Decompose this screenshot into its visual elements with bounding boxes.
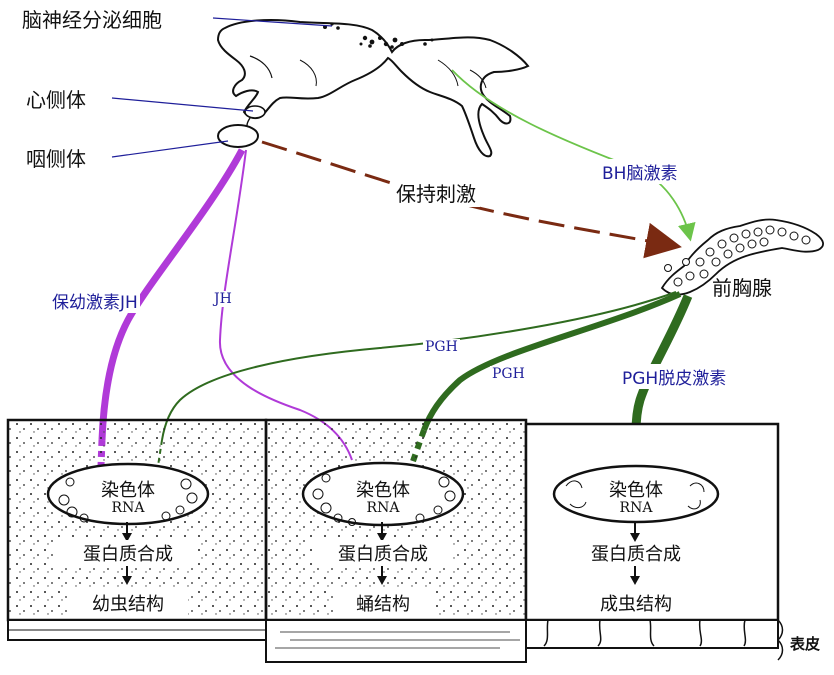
label-jh: JH [212,291,234,307]
jh-thin-line [218,149,353,461]
nucleus-1 [46,462,210,526]
pgh-thin-line [161,291,677,441]
cell-3-arrow-stem-2 [634,566,636,578]
cell-2-arrow-stem-2 [381,566,383,578]
label-corpus-allatum: 咽侧体 [26,147,86,171]
label-pgh-mid: PGH [490,366,527,382]
label-pgh-thin: PGH [423,339,460,355]
label-bh: BH脑激素 [600,159,680,184]
cell-2-arrow-stem-1 [381,522,383,536]
cell-2-arrow-1 [377,533,387,542]
cell-1-protein: 蛋白质合成 [58,540,198,566]
cell-2-chromosome: 染色体 [356,480,410,501]
cell-3-rna: RNA [619,500,653,516]
label-jh-full: 保幼激素JH [50,288,140,313]
label-maintain-stimulus: 保持刺激 [392,178,480,207]
cell-2-rna: RNA [366,500,400,516]
label-epidermis: 表皮 [790,635,821,653]
cell-1-rna: RNA [111,500,145,516]
cell-1-chromosome: 染色体 [101,480,155,501]
cell-3-arrow-1 [630,533,640,542]
pointer-corpus-allatum [111,140,229,158]
cell-1-result: 幼虫结构 [68,590,188,616]
pgh-thick-line [631,294,693,433]
nucleus-3 [552,464,720,524]
cell-2-arrow-2 [377,576,387,585]
cuticle [7,619,784,663]
pointer-neurosecretory [212,17,333,27]
cell-3-result: 成虫结构 [600,594,672,615]
label-pgh-full: PGH脱皮激素 [620,364,729,389]
cell-3-arrow-stem-1 [634,522,636,536]
cell-3-chromosome: 染色体 [609,480,663,501]
label-prothoracic-gland: 前胸腺 [712,276,772,300]
cell-1-arrow-2 [122,576,132,585]
cell-3-protein: 蛋白质合成 [591,544,681,565]
label-corpus-cardiacum: 心侧体 [26,88,86,112]
brain [216,19,530,158]
label-neurosecretory-cells: 脑神经分泌细胞 [22,8,162,32]
prothoracic-gland [660,218,824,296]
nucleus-2 [301,461,465,527]
cell-1-arrow-stem-2 [126,566,128,578]
pgh-mid-line [421,291,682,432]
cell-3-arrow-2 [630,576,640,585]
cell-2-result: 蛹结构 [333,590,433,616]
cell-1-arrow-stem-1 [126,522,128,536]
cell-1-arrow-1 [122,533,132,542]
pointer-corpus-cardiacum [111,97,254,112]
jh-thick-line [98,148,246,441]
cell-2-protein: 蛋白质合成 [313,540,453,566]
